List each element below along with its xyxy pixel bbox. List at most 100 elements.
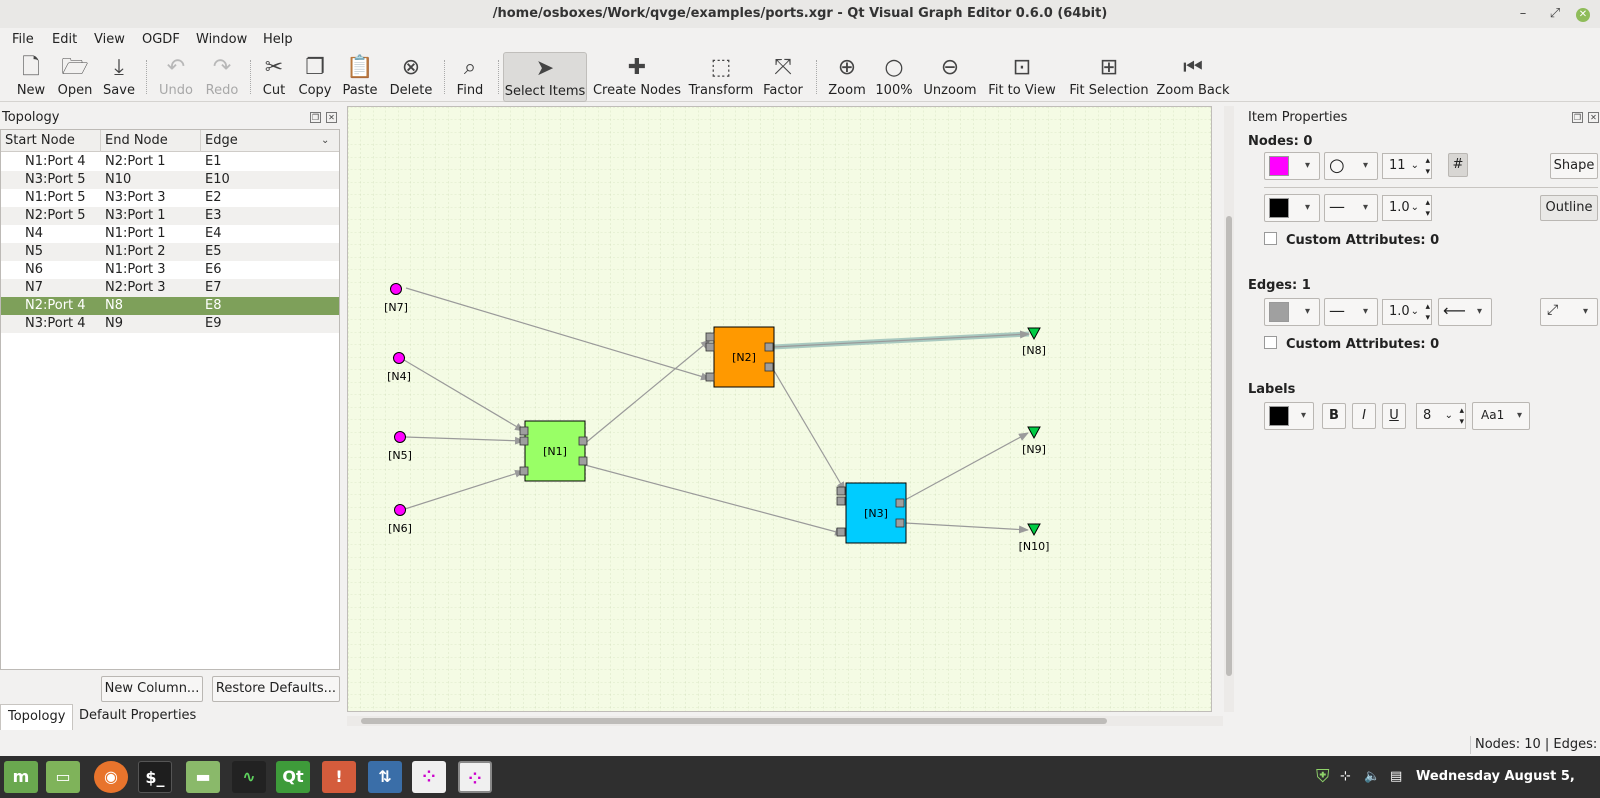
label-color-picker[interactable]: ▾ [1264, 402, 1314, 430]
graph-svg[interactable]: [N7][N4][N5][N6][N1][N2][N3][N8][N9][N10… [348, 107, 1212, 712]
zoom-back-button[interactable]: ⏮Zoom Back [1156, 55, 1230, 98]
delete-button[interactable]: ⊗Delete [386, 52, 436, 102]
float-panel-icon[interactable]: ❐ [310, 112, 321, 123]
close-panel-icon[interactable]: ✕ [1588, 112, 1599, 123]
select-items-button[interactable]: ➤Select Items [503, 52, 587, 102]
graph-node[interactable]: [N1] [524, 420, 586, 482]
notes-icon[interactable]: ! [322, 761, 356, 793]
underline-button[interactable]: U [1382, 403, 1406, 429]
graph-node[interactable]: [N2] [713, 326, 775, 388]
system-monitor-icon[interactable]: ∿ [232, 761, 266, 793]
factor-button[interactable]: ⤧Factor [758, 52, 808, 102]
tab-default-properties[interactable]: Default Properties [79, 708, 197, 723]
spin-up-icon[interactable]: ▴ [1425, 302, 1430, 312]
graph-node[interactable]: [N9] [1022, 426, 1046, 456]
updates-icon[interactable]: ⇅ [368, 761, 402, 793]
spin-up-icon[interactable]: ▴ [1459, 406, 1464, 416]
qvge-active-window-icon[interactable]: ⁘ [458, 761, 492, 793]
volume-icon[interactable]: 🔈 [1364, 769, 1381, 784]
node-outline-width-spinbox[interactable]: 1.0⌄▴▾ [1382, 195, 1432, 221]
close-icon[interactable]: ✕ [1572, 0, 1594, 28]
clipboard-tray-icon[interactable]: ▤ [1390, 769, 1403, 784]
cut-button[interactable]: ✂Cut [256, 52, 292, 102]
label-case-combo[interactable]: Aa1▾ [1472, 402, 1530, 430]
graph-node[interactable]: [N5] [388, 431, 412, 463]
edge-type-combo[interactable]: ⤢▾ [1540, 298, 1598, 326]
column-edge[interactable]: Edge [205, 133, 238, 148]
edge-width-spinbox[interactable]: 1.0⌄▴▾ [1382, 299, 1432, 325]
copy-button[interactable]: ❐Copy [294, 52, 336, 102]
show-desktop-icon[interactable]: ▭ [46, 761, 80, 793]
spin-up-icon[interactable]: ▴ [1425, 156, 1430, 166]
redo-button[interactable]: ↷Redo [198, 52, 246, 102]
vertical-scroll-thumb[interactable] [1226, 216, 1232, 676]
spin-up-icon[interactable]: ▴ [1425, 198, 1430, 208]
network-icon[interactable]: ⊹ [1340, 769, 1351, 784]
edge-direction-combo[interactable]: ⟵▾ [1438, 298, 1492, 326]
edge-style-combo[interactable]: —▾ [1324, 298, 1378, 326]
outline-button[interactable]: Outline [1540, 195, 1598, 221]
graph-node[interactable]: [N8] [1022, 327, 1046, 357]
horizontal-scroll-thumb[interactable] [361, 718, 1107, 724]
spin-down-icon[interactable]: ▾ [1425, 313, 1430, 323]
column-start-node[interactable]: Start Node [1, 130, 101, 152]
shape-button[interactable]: Shape [1550, 153, 1598, 179]
firefox-icon[interactable]: ◉ [94, 761, 128, 793]
node-size-spinbox[interactable]: 11⌄▴▾ [1382, 153, 1432, 179]
restore-defaults-button[interactable]: Restore Defaults... [212, 676, 340, 702]
shield-icon[interactable]: ⛨ [1316, 766, 1330, 787]
zoom-button[interactable]: ⊕Zoom [824, 52, 870, 102]
float-panel-icon[interactable]: ❐ [1572, 112, 1583, 123]
chevron-down-icon[interactable]: ⌄ [321, 135, 330, 146]
new-button[interactable]: 🗋New [10, 52, 52, 102]
unzoom-button[interactable]: ⊖Unzoom [923, 55, 977, 98]
new-column-button[interactable]: New Column... [101, 676, 203, 702]
terminal-icon[interactable]: $_ [138, 761, 172, 793]
node-shape-combo[interactable]: ○▾ [1324, 152, 1378, 180]
maximize-icon[interactable]: ⤢ [1549, 6, 1561, 21]
canvas-horizontal-scrollbar[interactable] [347, 716, 1223, 726]
node-fill-color-picker[interactable]: ▾ [1264, 152, 1320, 180]
menu-view[interactable]: View [94, 32, 125, 47]
custom-node-attributes-checkbox[interactable] [1264, 232, 1277, 245]
column-end-node[interactable]: End Node [101, 130, 201, 152]
open-button[interactable]: 🗁Open [54, 52, 96, 102]
spin-down-icon[interactable]: ▾ [1459, 417, 1464, 427]
qvge-app-icon[interactable]: ⁘ [412, 761, 446, 793]
tab-topology[interactable]: Topology [0, 704, 74, 730]
menu-window[interactable]: Window [196, 32, 248, 47]
spin-down-icon[interactable]: ▾ [1425, 209, 1430, 219]
graph-node[interactable]: [N10] [1019, 523, 1050, 553]
bold-button[interactable]: B [1322, 403, 1346, 429]
graph-node[interactable]: [N7] [384, 283, 408, 315]
menu-file[interactable]: File [12, 32, 34, 47]
undo-button[interactable]: ↶Undo [152, 52, 200, 102]
paste-button[interactable]: 📋Paste [338, 52, 382, 102]
node-outline-style-combo[interactable]: —▾ [1324, 194, 1378, 222]
transform-button[interactable]: ⬚Transform [686, 52, 756, 102]
spin-down-icon[interactable]: ▾ [1425, 167, 1430, 177]
zoom-100-button[interactable]: ○100% [872, 52, 916, 102]
italic-button[interactable]: I [1352, 403, 1376, 429]
node-id-button[interactable]: # [1448, 153, 1468, 177]
graph-node[interactable]: [N4] [387, 352, 411, 384]
node-outline-color-picker[interactable]: ▾ [1264, 194, 1320, 222]
edge-color-picker[interactable]: ▾ [1264, 298, 1320, 326]
canvas-vertical-scrollbar[interactable] [1224, 106, 1234, 712]
minimize-icon[interactable]: – [1519, 6, 1527, 21]
save-button[interactable]: ⤓Save [98, 52, 140, 102]
menu-ogdf[interactable]: OGDF [142, 32, 180, 47]
graph-node[interactable]: [N6] [388, 504, 412, 536]
menu-help[interactable]: Help [263, 32, 293, 47]
find-button[interactable]: ⌕Find [450, 52, 490, 102]
mint-menu-icon[interactable]: m [4, 761, 38, 793]
